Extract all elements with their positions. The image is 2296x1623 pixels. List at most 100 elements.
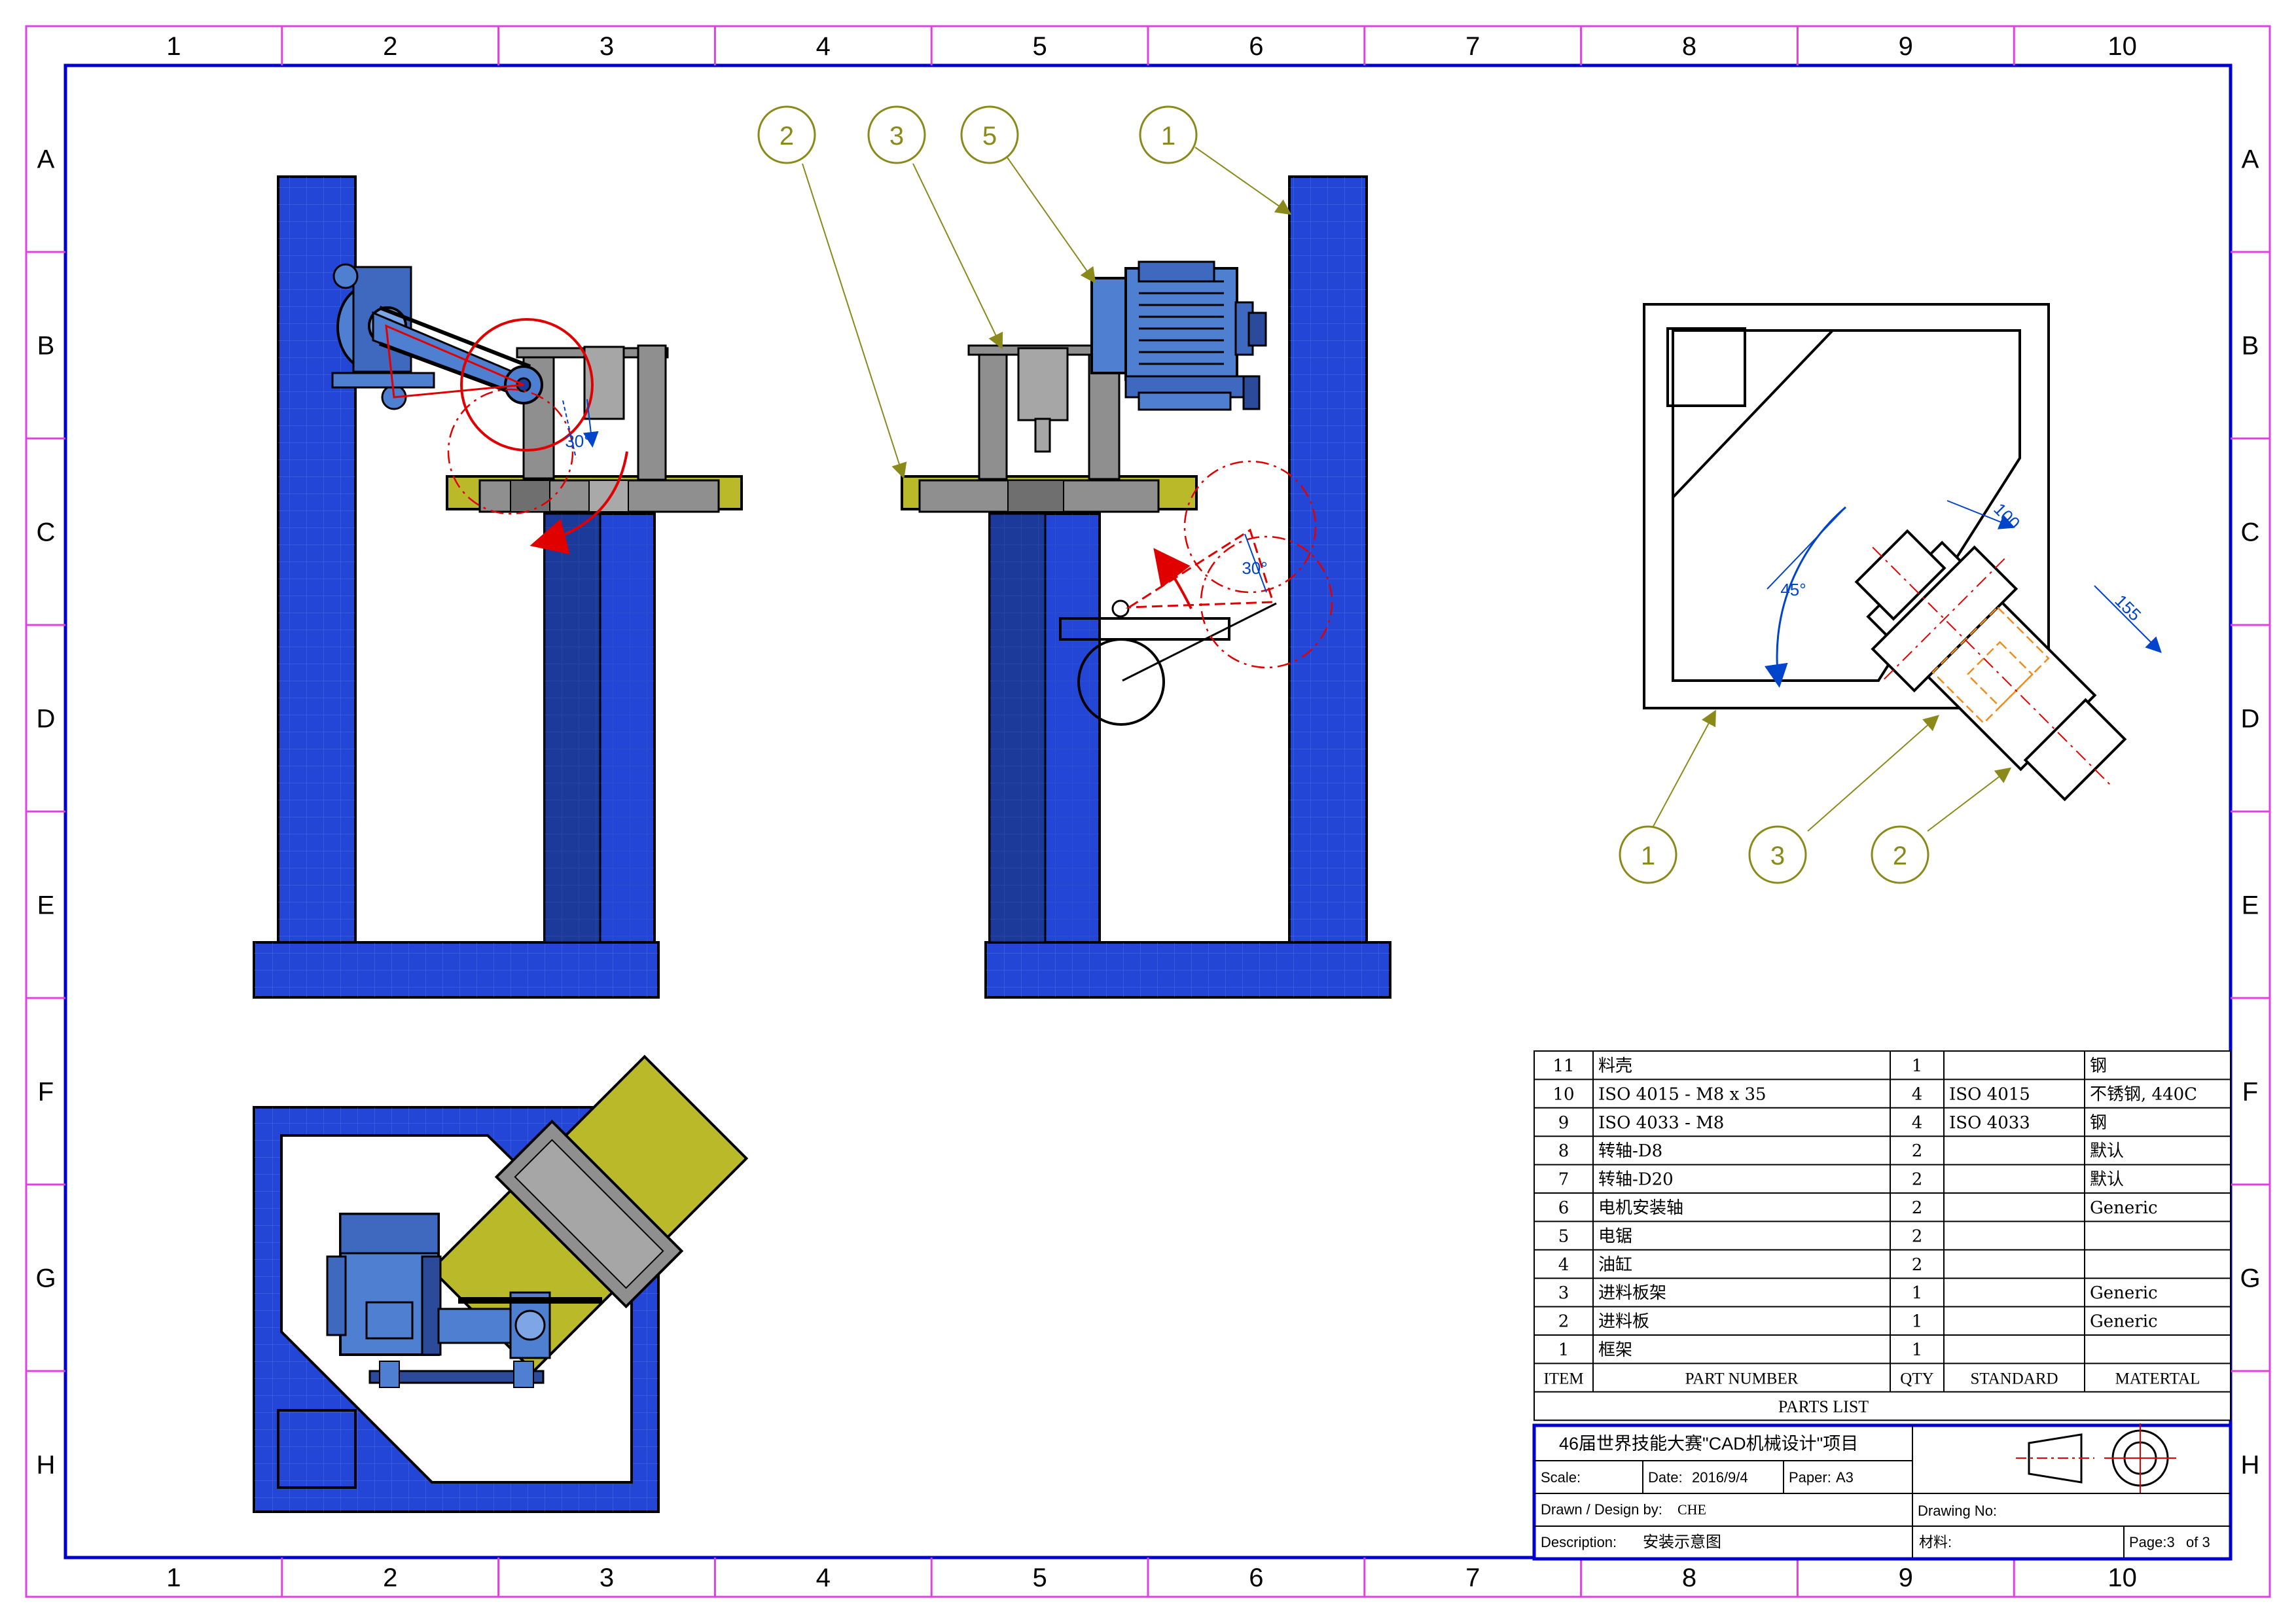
parts-header-0: ITEM xyxy=(1543,1370,1583,1387)
zone-col-label-bottom: 1 xyxy=(166,1563,181,1592)
page-total: of 3 xyxy=(2186,1534,2210,1550)
parts-cell-qty: 4 xyxy=(1912,1113,1923,1133)
angle-label-right: 30° xyxy=(1242,558,1267,578)
svg-text:3: 3 xyxy=(1770,842,1785,870)
zone-row-label-left: E xyxy=(37,891,55,920)
parts-cell-material: 不锈钢, 440C xyxy=(2090,1084,2197,1104)
parts-header-4: MATERTAL xyxy=(2115,1370,2200,1387)
zone-col-label-bottom: 7 xyxy=(1465,1563,1480,1592)
title-block: 46届世界技能大赛"CAD机械设计"项目 Scale: Date: 2016/9… xyxy=(1532,1423,2233,1561)
zone-row-label-left: C xyxy=(37,518,56,547)
parts-cell-material: Generic xyxy=(2090,1198,2158,1218)
paper-value: A3 xyxy=(1836,1469,1854,1486)
svg-text:1: 1 xyxy=(1161,122,1175,151)
svg-text:3: 3 xyxy=(889,122,904,151)
zone-col-label-top: 4 xyxy=(816,32,831,61)
parts-cell-part: 转轴-D8 xyxy=(1598,1141,1662,1161)
material-label: 材料: xyxy=(1919,1534,1952,1550)
zone-col-label-bottom: 3 xyxy=(600,1563,614,1592)
motor-right xyxy=(1090,277,1129,374)
parts-cell-qty: 4 xyxy=(1912,1084,1923,1104)
zone-row-label-right: B xyxy=(2242,332,2259,361)
scale-label: Scale: xyxy=(1541,1469,1581,1486)
parts-cell-qty: 2 xyxy=(1912,1255,1923,1275)
balloon-2-top: 2 xyxy=(1871,825,1929,884)
front-view-right: 30° xyxy=(901,175,1391,999)
svg-text:5: 5 xyxy=(982,122,997,151)
balloon-1-front: 1 xyxy=(1139,105,1198,164)
balloon-3-top: 3 xyxy=(1748,825,1807,884)
zone-col-label-top: 2 xyxy=(383,32,397,61)
svg-text:1: 1 xyxy=(1641,842,1655,870)
zone-row-label-right: C xyxy=(2241,518,2260,547)
parts-cell-qty: 2 xyxy=(1912,1226,1923,1246)
parts-cell-part: ISO 4015 - M8 x 35 xyxy=(1598,1084,1767,1104)
parts-cell-material: Generic xyxy=(2090,1283,2158,1303)
zone-col-label-bottom: 8 xyxy=(1682,1563,1696,1592)
zone-row-label-right: F xyxy=(2242,1078,2258,1107)
zone-row-label-right: G xyxy=(2240,1264,2260,1293)
parts-cell-standard: ISO 4015 xyxy=(1949,1084,2030,1104)
zone-col-label-bottom: 9 xyxy=(1899,1563,1913,1592)
parts-cell-material: 钢 xyxy=(2090,1113,2107,1133)
parts-header-1: PART NUMBER xyxy=(1685,1370,1799,1387)
parts-cell-qty: 2 xyxy=(1912,1198,1923,1218)
parts-cell-part: 油缸 xyxy=(1598,1255,1632,1275)
zone-row-label-right: D xyxy=(2241,705,2260,734)
date-value: 2016/9/4 xyxy=(1692,1469,1748,1486)
dim-100: 100 xyxy=(1990,499,2024,533)
top-view-rendered xyxy=(253,1054,749,1513)
svg-text:2: 2 xyxy=(780,122,794,151)
balloon-1-top: 1 xyxy=(1619,825,1677,884)
parts-cell-item: 10 xyxy=(1552,1084,1574,1104)
zone-col-label-top: 10 xyxy=(2108,32,2137,61)
description-label: Description: xyxy=(1541,1534,1617,1550)
parts-cell-qty: 1 xyxy=(1912,1283,1923,1303)
zone-row-label-left: G xyxy=(35,1264,56,1293)
zone-col-label-bottom: 5 xyxy=(1032,1563,1047,1592)
zone-col-label-top: 5 xyxy=(1032,32,1047,61)
parts-cell-qty: 1 xyxy=(1912,1340,1923,1360)
parts-header-3: STANDARD xyxy=(1970,1370,2058,1387)
parts-header-2: QTY xyxy=(1900,1370,1933,1387)
svg-text:2: 2 xyxy=(1893,842,1907,870)
paper-label: Paper: xyxy=(1789,1469,1831,1486)
zone-row-label-right: H xyxy=(2241,1451,2260,1480)
parts-list-caption: PARTS LIST xyxy=(1778,1397,1869,1416)
zone-row-label-left: H xyxy=(37,1451,56,1480)
zone-col-label-top: 6 xyxy=(1249,32,1263,61)
balloon-5-front: 5 xyxy=(960,105,1019,164)
zone-row-label-right: E xyxy=(2242,891,2259,920)
zone-col-label-bottom: 6 xyxy=(1249,1563,1263,1592)
page-label: Page:3 xyxy=(2129,1534,2175,1550)
front-view-left: 30° xyxy=(253,175,743,999)
parts-cell-part: 转轴-D20 xyxy=(1598,1170,1674,1190)
balloon-3-front: 3 xyxy=(867,105,926,164)
title-text: 46届世界技能大赛"CAD机械设计"项目 xyxy=(1559,1434,1858,1454)
parts-cell-qty: 2 xyxy=(1912,1141,1923,1161)
balloon-2-front: 2 xyxy=(757,105,816,164)
parts-cell-item: 11 xyxy=(1552,1056,1574,1076)
zone-col-label-top: 7 xyxy=(1465,32,1480,61)
drawing-no-label: Drawing No: xyxy=(1918,1503,1997,1519)
parts-cell-part: ISO 4033 - M8 xyxy=(1598,1113,1724,1133)
parts-cell-qty: 2 xyxy=(1912,1170,1923,1190)
parts-cell-qty: 1 xyxy=(1912,1312,1923,1332)
parts-cell-item: 4 xyxy=(1558,1255,1570,1275)
rotation-arrow xyxy=(529,451,628,554)
zone-col-label-bottom: 4 xyxy=(816,1563,831,1592)
parts-cell-part: 进料板架 xyxy=(1598,1283,1666,1303)
drawn-label: Drawn / Design by: xyxy=(1541,1501,1662,1518)
zone-row-label-right: A xyxy=(2242,145,2259,174)
parts-cell-part: 电机安装轴 xyxy=(1598,1198,1683,1218)
projection-symbol xyxy=(2016,1423,2176,1493)
date-label: Date: xyxy=(1648,1469,1683,1486)
balloons-front: 2 3 5 1 xyxy=(757,105,1292,479)
description-value: 安装示意图 xyxy=(1643,1533,1721,1551)
zone-row-label-left: B xyxy=(37,332,55,361)
parts-cell-item: 5 xyxy=(1558,1226,1570,1246)
zone-row-label-left: A xyxy=(37,145,55,174)
rotation-angle-label: 45° xyxy=(1780,580,1806,599)
